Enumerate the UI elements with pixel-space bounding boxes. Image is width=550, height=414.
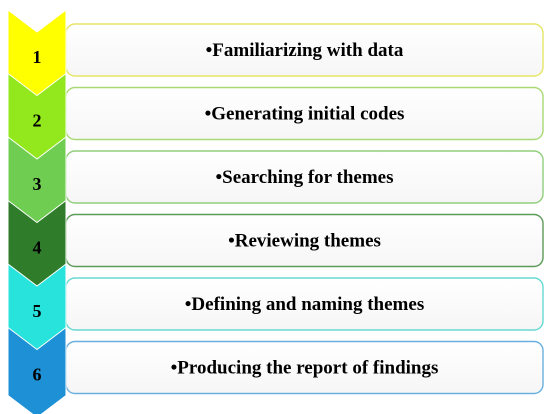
- process-step-5: 5 •Defining and naming themes: [7, 262, 544, 355]
- step-5-label: •Defining and naming themes: [185, 294, 424, 315]
- step-2-number: 2: [33, 111, 42, 131]
- step-3-label: •Searching for themes: [216, 167, 394, 188]
- step-1-label: •Familiarizing with data: [206, 40, 404, 61]
- steps-group: 1 •Familiarizing with data 2 •Generating in…: [7, 8, 544, 414]
- step-3-number: 3: [33, 174, 42, 194]
- process-step-6: 6 •Producing the report of findings: [7, 326, 544, 414]
- step-6-number: 6: [33, 365, 42, 385]
- process-step-3: 3 •Searching for themes: [7, 135, 544, 228]
- step-2-label: •Generating initial codes: [205, 104, 405, 125]
- step-1-number: 1: [33, 47, 42, 67]
- step-6-chevron: [7, 326, 67, 414]
- step-6-label: •Producing the report of findings: [171, 358, 439, 379]
- process-step-1: 1 •Familiarizing with data: [7, 8, 544, 101]
- step-5-number: 5: [33, 301, 42, 321]
- process-step-4: 4 •Reviewing themes: [7, 199, 544, 292]
- step-4-label: •Reviewing themes: [228, 231, 381, 252]
- step-4-number: 4: [33, 238, 42, 258]
- process-step-2: 2 •Generating initial codes: [7, 72, 544, 165]
